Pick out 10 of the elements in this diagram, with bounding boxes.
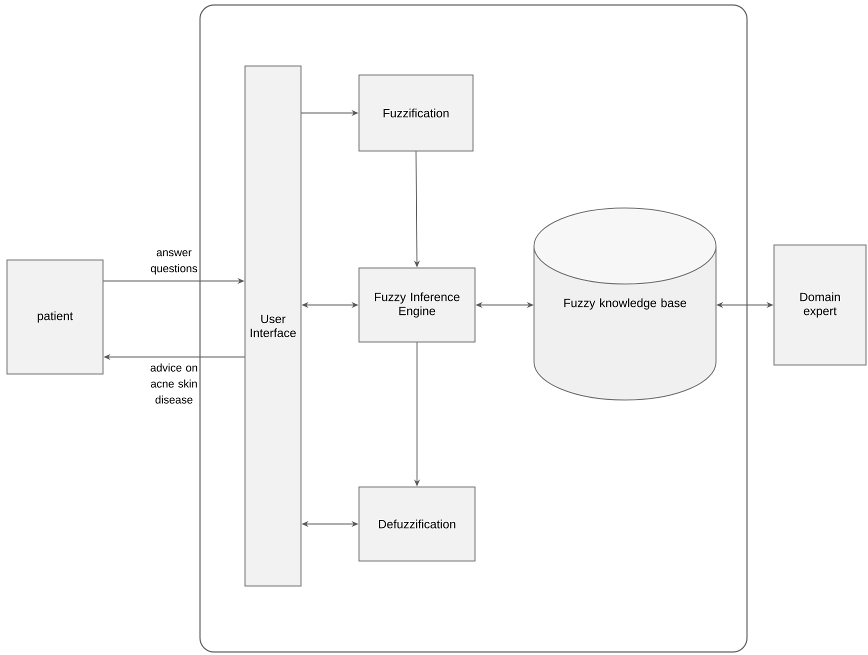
edge-label: answer questions [150, 250, 198, 274]
process-box: Defuzzification [358, 486, 476, 562]
database-cylinder: Fuzzy knowledge base [534, 208, 716, 400]
process-box: Fuzzy Inference Engine [358, 268, 476, 342]
interface-bar: User Interface [244, 66, 302, 586]
actor-box: patient [6, 260, 104, 374]
process-box: Fuzzification [358, 74, 474, 152]
system-frame [199, 4, 748, 653]
actor-box: Domain expert [774, 244, 866, 366]
edge-label: advice on acne skin disease [150, 364, 198, 404]
